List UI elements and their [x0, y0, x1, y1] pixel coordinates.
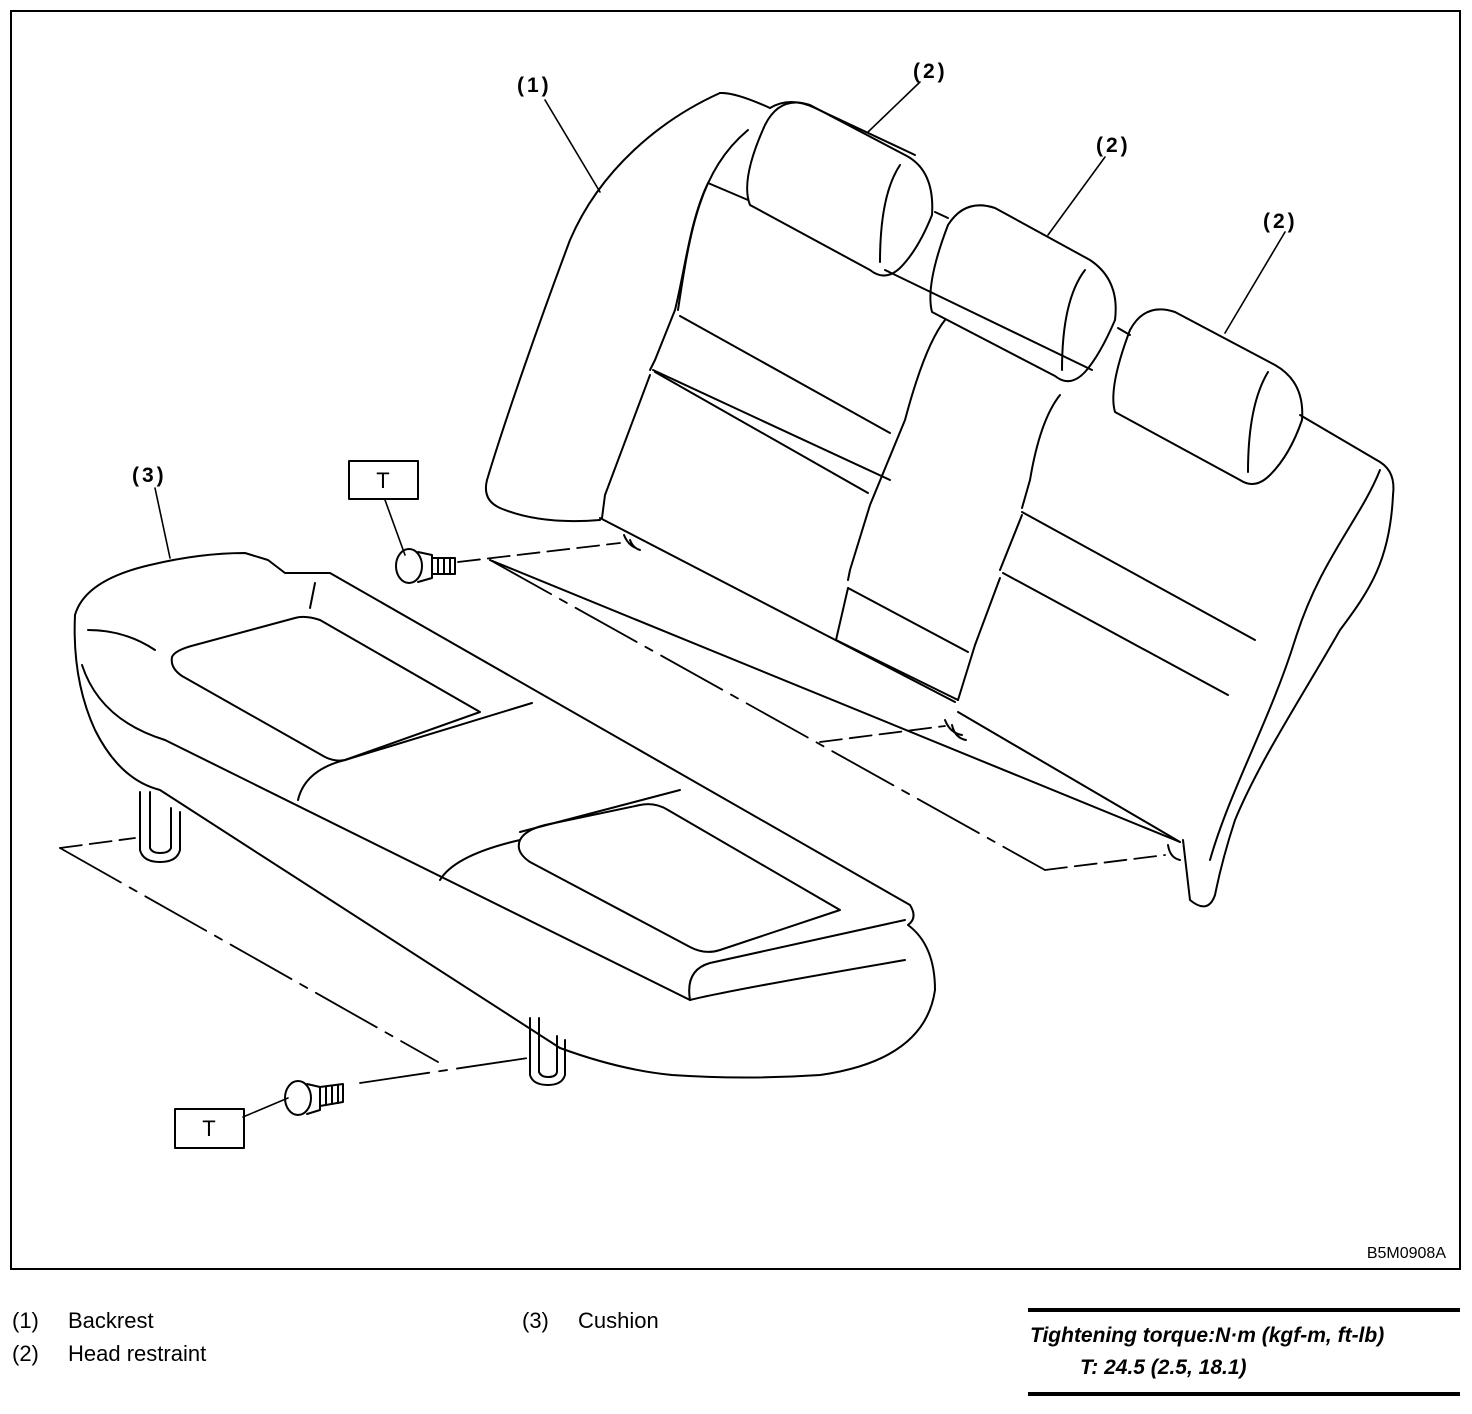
legend-left: (1) Backrest (2) Head restraint — [12, 1304, 206, 1370]
figure-id: B5M0908A — [1367, 1245, 1446, 1262]
torque-mark-lower: T — [202, 1116, 215, 1141]
rear-seat-diagram: (1) (2) (2) (2) (3) T T B5M0908A — [10, 10, 1461, 1270]
installation-lines — [59, 542, 1166, 1084]
head-restraint-center-drawing — [929, 204, 1117, 383]
head-restraint-left-drawing — [746, 101, 934, 277]
torque-box-upper — [348, 460, 419, 500]
torque-rule-bottom — [1028, 1392, 1460, 1396]
legend-label: Head restraint — [68, 1341, 207, 1366]
callout-cushion: (3) — [132, 464, 167, 487]
legend-num: (2) — [12, 1341, 39, 1366]
cushion-drawing — [73, 552, 936, 1086]
legend-label: Backrest — [68, 1308, 154, 1333]
bolt-lower-drawing — [284, 1080, 344, 1116]
legend-item-cushion: (3) Cushion — [522, 1304, 659, 1337]
legend-label: Cushion — [578, 1308, 659, 1333]
backrest-drawing — [484, 91, 1395, 908]
callout-leaders — [154, 81, 1286, 1118]
legend-right: (3) Cushion — [522, 1304, 659, 1337]
torque-title: Tightening torque:N·m (kgf-m, ft-lb) — [1030, 1324, 1385, 1347]
torque-box-lower — [174, 1108, 245, 1149]
figure-frame — [10, 10, 1461, 1270]
torque-rule-top — [1028, 1308, 1460, 1312]
bolt-upper-drawing — [395, 548, 456, 584]
callout-backrest: (1) — [517, 74, 552, 97]
torque-mark-upper: T — [376, 468, 389, 493]
callout-head-restraint-right: (2) — [1263, 210, 1298, 233]
legend-num: (3) — [522, 1308, 549, 1333]
head-restraint-right-drawing — [1112, 308, 1304, 485]
callout-head-restraint-center: (2) — [1096, 134, 1131, 157]
callout-head-restraint-left: (2) — [913, 60, 948, 83]
torque-value: T: 24.5 (2.5, 18.1) — [1080, 1356, 1247, 1379]
legend-item-head-restraint: (2) Head restraint — [12, 1337, 206, 1370]
legend-num: (1) — [12, 1308, 39, 1333]
legend-item-backrest: (1) Backrest — [12, 1304, 206, 1337]
torque-spec-box: Tightening torque:N·m (kgf-m, ft-lb) T: … — [1028, 1308, 1460, 1396]
